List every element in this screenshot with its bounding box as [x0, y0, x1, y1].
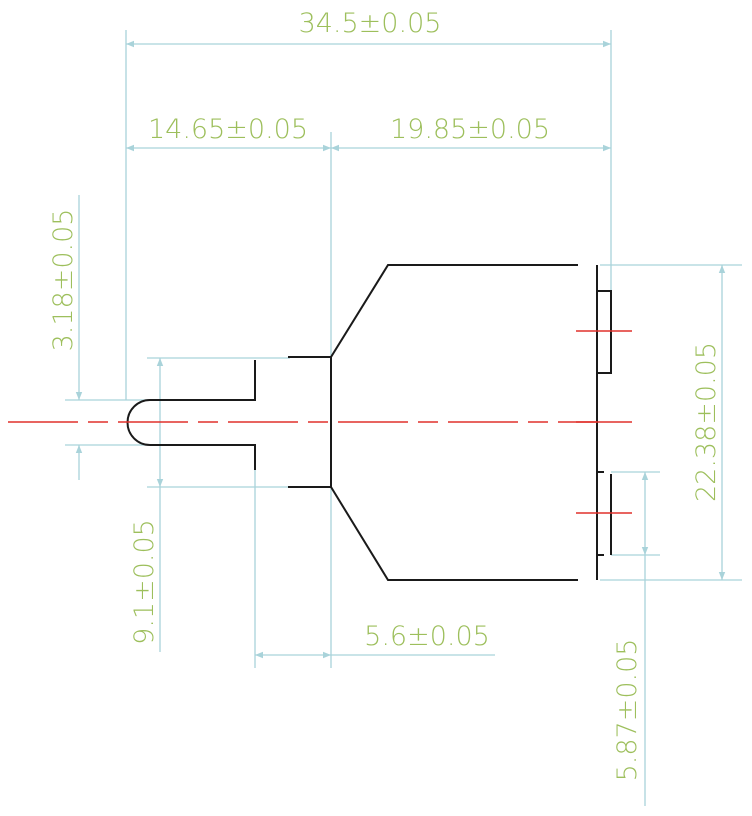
- right-length-label: 19.85±0.05: [390, 114, 550, 145]
- dimension-labels: 34.5±0.05 14.65±0.05 19.85±0.05 5.6±0.05…: [48, 8, 722, 781]
- centerlines: [8, 330, 632, 514]
- body-height-label: 22.38±0.05: [691, 342, 722, 502]
- overall-length-label: 34.5±0.05: [299, 8, 442, 39]
- left-length-label: 14.65±0.05: [148, 114, 308, 145]
- slot-width-label: 3.18±0.05: [48, 209, 79, 352]
- shaft-height-label: 9.1±0.05: [129, 519, 160, 645]
- step-length-label: 5.6±0.05: [364, 621, 490, 652]
- terminal-pitch-label: 5.87±0.05: [612, 639, 643, 782]
